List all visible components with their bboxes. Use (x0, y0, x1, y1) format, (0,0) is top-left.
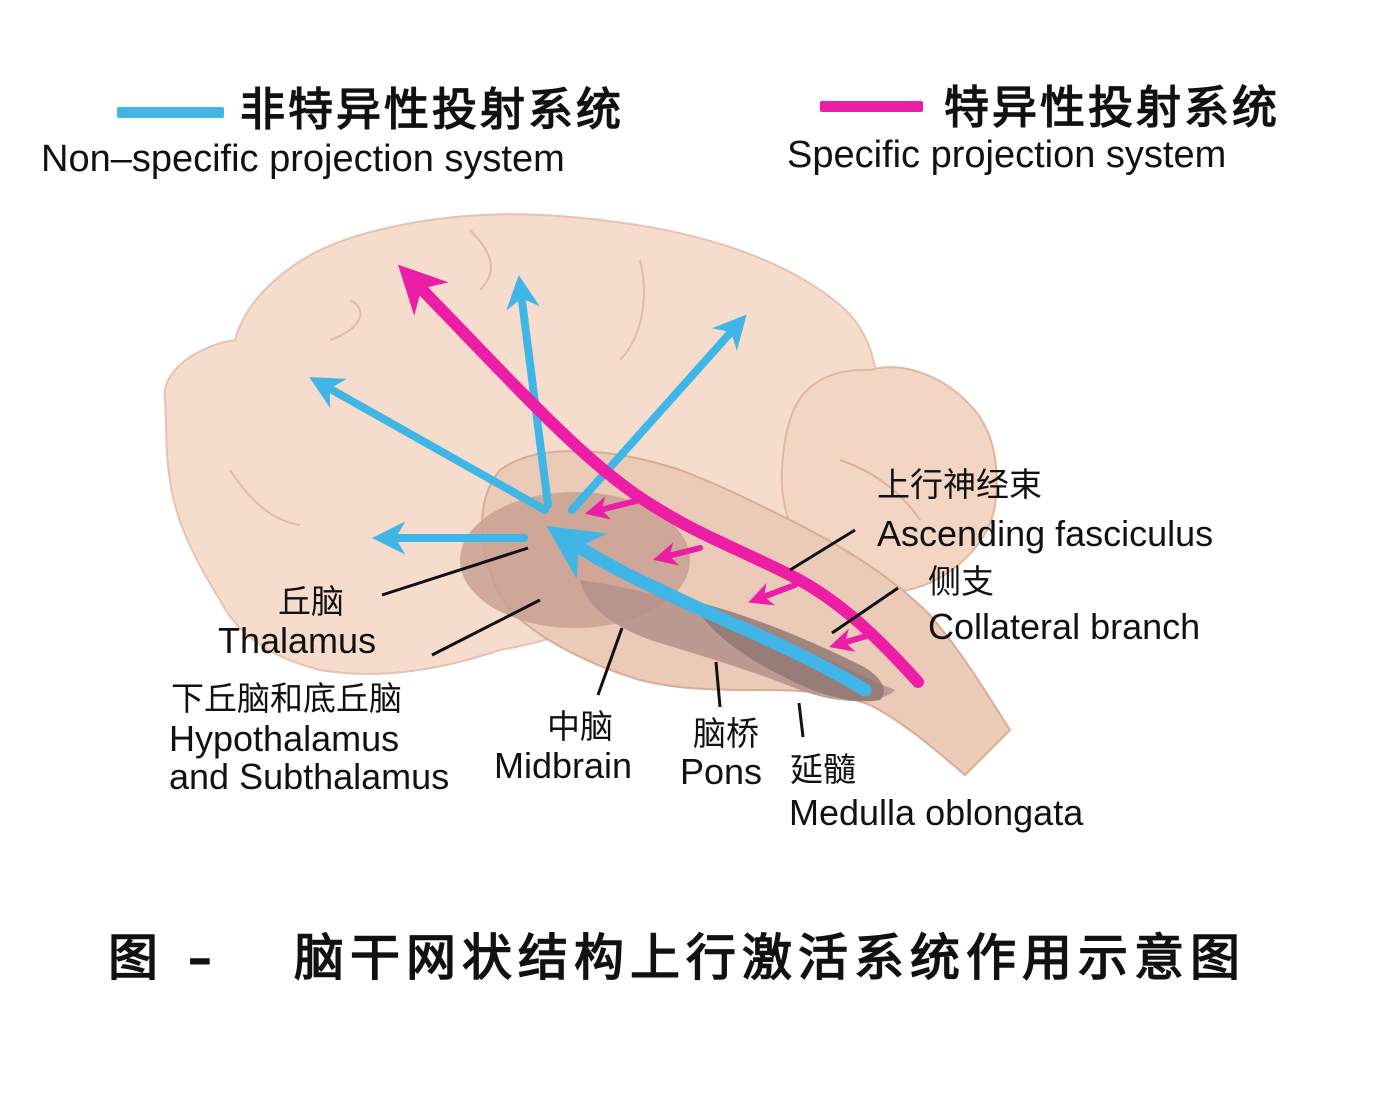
nonspecific-legend-en: Non–specific projection system (41, 138, 565, 180)
hypothalamus-label-en: Hypothalamus (169, 718, 400, 759)
nonspecific-legend-swatch (117, 107, 224, 118)
figure-caption-prefix: 图 – (108, 929, 219, 987)
specific-legend-en: Specific projection system (787, 134, 1227, 176)
specific-legend-swatch (820, 101, 923, 112)
specific-arrows (397, 264, 924, 688)
ascending-label-en: Ascending fasciculus (877, 513, 1214, 554)
ascending-label-zh: 上行神经束 (877, 465, 1042, 504)
cerebellum-shape (780, 366, 998, 594)
medulla-label-zh: 延髓 (790, 750, 856, 789)
pons-label-zh: 脑桥 (693, 714, 759, 753)
midbrain-label-en: Midbrain (494, 745, 633, 786)
collateral-label-zh: 侧支 (928, 562, 994, 601)
figure-caption-text: 脑干网状结构上行激活系统作用示意图 (294, 929, 1246, 987)
collateral-label-en: Collateral branch (928, 606, 1201, 647)
pons-label-en: Pons (680, 751, 763, 792)
midbrain-label-zh: 中脑 (547, 707, 613, 746)
medulla-label-en: Medulla oblongata (789, 792, 1084, 833)
thalamus-label-en: Thalamus (218, 620, 377, 661)
hypothalamus-label-zh: 下丘脑和底丘脑 (171, 679, 402, 718)
thalamus-label-zh: 丘脑 (278, 582, 344, 621)
specific-legend-zh: 特异性投射系统 (944, 81, 1281, 134)
nonspecific-legend-zh: 非特异性投射系统 (240, 83, 625, 136)
leader-lines (381, 528, 899, 738)
nonspecific-arrows (309, 275, 872, 697)
subthalamus-label-en: and Subthalamus (169, 756, 450, 797)
